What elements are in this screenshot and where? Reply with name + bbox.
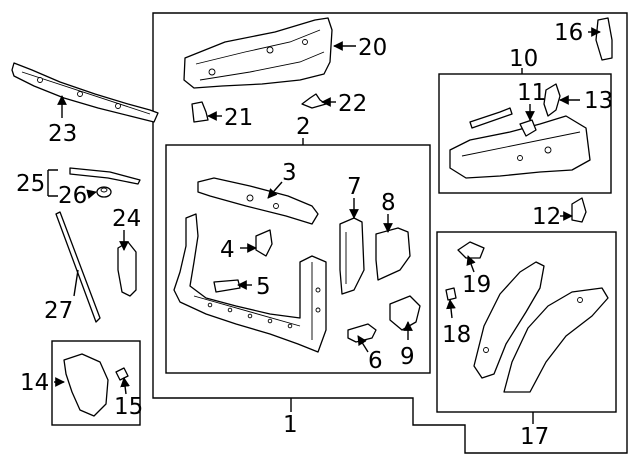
bracket-box	[51, 340, 141, 426]
callout-15: 15	[114, 394, 143, 420]
callout-17: 17	[520, 424, 549, 450]
radiator-support-box	[165, 144, 431, 374]
bracket-9-part	[389, 295, 421, 331]
bracket-6-part	[347, 323, 377, 343]
main-assembly-outline	[152, 12, 628, 454]
leader-26	[86, 189, 97, 199]
clip-4-part	[255, 229, 273, 257]
callout-9: 9	[400, 344, 415, 370]
callout-10: 10	[509, 46, 538, 72]
baffle-8-part	[375, 227, 411, 281]
callout-16: 16	[554, 20, 583, 46]
leader-18	[446, 299, 456, 319]
callout-11: 11	[517, 80, 546, 106]
callout-25: 25	[16, 171, 45, 197]
callout-20: 20	[358, 35, 387, 61]
callout-3: 3	[282, 160, 297, 186]
apron-part	[449, 115, 591, 179]
apron-strip-part	[469, 107, 513, 129]
bracket-14-part	[63, 353, 109, 417]
callout-27: 27	[44, 298, 73, 324]
callout-14: 14	[20, 370, 49, 396]
reinforcement-7-part	[339, 217, 365, 295]
bracket-24-part	[117, 241, 137, 297]
grommet-26-part	[96, 186, 112, 198]
leader-6	[357, 335, 369, 353]
callout-4: 4	[220, 237, 235, 263]
bracket-22-part	[301, 93, 327, 109]
callout-1: 1	[283, 412, 298, 438]
callout-5: 5	[256, 274, 271, 300]
callout-26: 26	[58, 183, 87, 209]
wheelhouse-box	[436, 231, 617, 413]
callout-18: 18	[442, 322, 471, 348]
wheelhouse-part	[473, 261, 609, 393]
leader-27	[73, 269, 79, 297]
callout-7: 7	[347, 174, 362, 200]
callout-24: 24	[112, 206, 141, 232]
bracket-13-part	[543, 83, 561, 117]
bracket-25-group	[47, 169, 58, 197]
bracket-19-part	[457, 241, 485, 259]
upper-rail-part	[183, 17, 333, 89]
callout-6: 6	[368, 348, 383, 374]
callout-21: 21	[224, 105, 253, 131]
callout-13: 13	[584, 88, 613, 114]
callout-22: 22	[338, 91, 367, 117]
callout-12: 12	[532, 204, 561, 230]
clip-15-part	[115, 367, 129, 381]
brace-25-part	[69, 167, 141, 185]
bracket-16-part	[595, 17, 613, 61]
rod-27-part	[55, 211, 101, 323]
upper-tie-bar-part	[11, 62, 159, 123]
leader-15	[120, 377, 130, 395]
leader-19	[466, 255, 476, 273]
callout-19: 19	[462, 272, 491, 298]
bracket-21-part	[191, 101, 209, 123]
leader-3	[267, 181, 283, 199]
support-upper-part	[197, 177, 319, 225]
fastener-18-part	[445, 287, 457, 301]
bracket-5-part	[213, 279, 241, 293]
callout-2: 2	[296, 114, 311, 140]
callout-23: 23	[48, 121, 77, 147]
callout-8: 8	[381, 190, 396, 216]
radiator-support-part	[173, 213, 327, 353]
clip-11-part	[519, 119, 537, 137]
bracket-12-part	[571, 197, 587, 223]
apron-assembly-box	[438, 73, 612, 194]
